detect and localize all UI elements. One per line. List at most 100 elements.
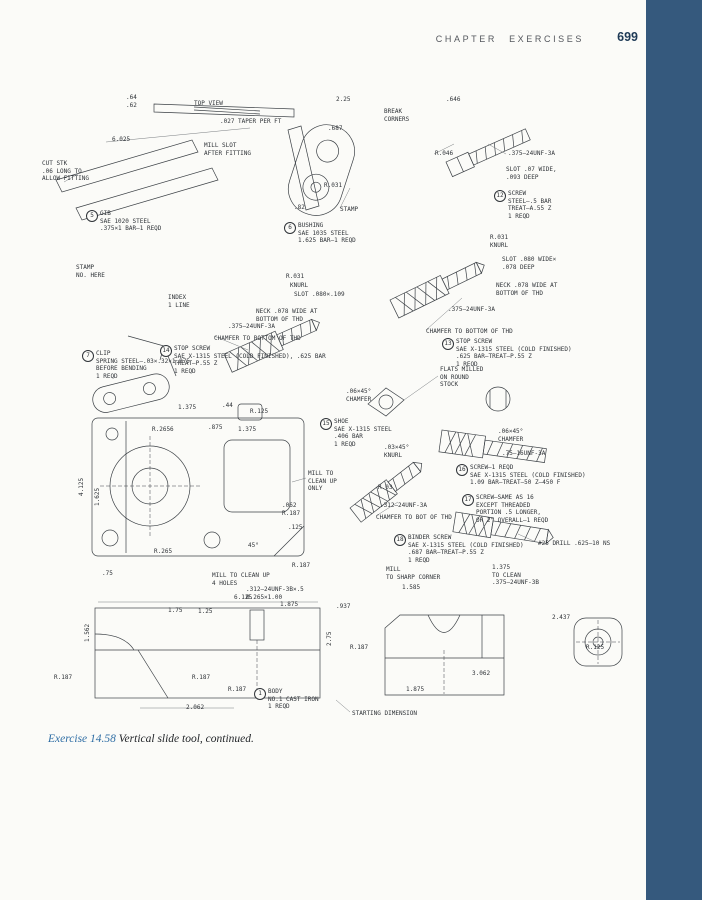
label-text: 1.375 [178,404,197,411]
flats-detail [485,386,511,412]
dimension-label: 1.875 [280,601,298,609]
dimension-label: R.187 [228,686,246,694]
dimension-label: .64 .62 [126,94,137,109]
label-text: .646 [446,96,461,103]
part-number-badge: 1 [254,688,266,700]
label-text: .03×45° KNURL [384,444,410,459]
label-text: STOP SCREW SAE X-1315 STEEL (COLD FINISH… [456,338,572,368]
page-number: 699 [617,30,638,44]
dimension-label: CHAMFER TO BOTTOM OF THD [426,328,513,336]
dimension-label: BREAK CORNERS [384,108,409,123]
dimension-label: 4.125 [78,478,86,496]
dimension-label: SLOT .080×.109 [294,291,345,299]
dimension-label: SLOT .080 WIDE× .078 DEEP [502,256,556,271]
label-text: .937 [336,603,351,610]
dimension-label: 1.585 [402,584,420,592]
dimension-label: STARTING DIMENSION [352,710,417,718]
leader-lines [213,143,537,713]
dimension-label: R.187 [54,674,72,682]
dimension-label: .375–24UNF-3A [228,323,275,331]
label-text: 1.375 TO CLEAN .375–24UNF-3B [492,564,539,586]
label-text: BUSHING SAE 1035 STEEL 1.625 BAR–1 REQD [298,222,356,244]
dimension-label: .03×45° KNURL [384,444,409,459]
stop-screw-13-drawing [389,261,485,319]
dimension-label: .375–24UNF-3A [508,150,555,158]
dimension-label: INDEX 1 LINE [168,294,190,309]
dimension-label: R.031 [286,273,304,281]
label-text: MILL TO SHARP CORNER [386,566,441,581]
label-text: GIB SAE 1020 STEEL .375×1 BAR–1 REQD [100,210,162,232]
dimension-label: 1.25 [198,608,212,616]
label-text: R.031 KNURL [490,234,509,249]
dimension-label: .06×45° CHAMFER [346,388,371,403]
body-aux-view [384,614,505,696]
engineering-drawing [55,103,623,713]
dimension-label: .027 TAPER PER FT [220,118,281,126]
label-text: .06×45° CHAMFER [346,388,372,403]
label-text: R.046 [435,150,454,157]
label-text: BREAK CORNERS [384,108,410,123]
dimension-label: STAMP NO. HERE [76,264,105,279]
dimension-label: MILL SLOT AFTER FITTING [204,142,251,157]
label-text: R.187 [192,674,211,681]
label-text: .75–16UNF-3A [502,450,546,457]
dimension-label: .375–24UNF-3A [448,306,495,314]
dimension-label: .937 [336,603,350,611]
label-text: CHAMFER TO BOT OF THD [376,514,452,521]
label-text: SLOT .080 WIDE× .078 DEEP [502,256,557,271]
dimension-label: .82 [294,204,305,212]
dimension-label: 1.562 [84,624,92,642]
screw-16-drawing [438,429,547,463]
label-text: 2.062 [186,704,205,711]
dimension-label: 6.025 [112,136,130,144]
dimension-label: 6.125 [234,594,252,602]
label-text: MILL TO CLEAN UP ONLY [308,470,337,492]
label-text: 4.125 [78,477,85,496]
part-number-badge: 13 [442,338,454,350]
label-text: .44 [222,402,233,409]
label-text: R.265 [154,548,173,555]
label-text: STAMP [340,206,359,213]
part-number-badge: 14 [160,345,172,357]
dimension-label: R.187 [292,562,310,570]
label-text: STARTING DIMENSION [352,710,418,717]
dimension-label: .75–16UNF-3A [502,450,545,458]
label-text: 1.625 [94,487,101,506]
label-text: KNURL [290,282,309,289]
label-text: STAMP NO. HERE [76,264,105,279]
label-text: BINDER SCREW SAE X-1315 STEEL (COLD FINI… [408,534,524,564]
label-text: SLOT .07 WIDE, .093 DEEP [506,166,557,181]
label-text: .687 [328,125,343,132]
label-text: BODY NO.1 CAST IRON 1 REQD [268,688,319,710]
dimension-label: R.125 [250,408,268,416]
label-text: 6.025 [112,136,131,143]
label-text: 1.562 [84,623,91,642]
dimension-label: MILL TO CLEAN UP ONLY [308,470,337,493]
dimension-label: .44 [222,402,233,410]
dimension-label: SLOT .07 WIDE, .093 DEEP [506,166,557,181]
dimension-label: .687 [328,125,342,133]
part-number-badge: 5 [86,210,98,222]
dimension-label: 3.062 [472,670,490,678]
dimension-label: 1.75 [168,607,182,615]
dimension-label: R.031 [324,182,342,190]
label-text: R.187 [54,674,73,681]
exercise-reference: Exercise 14.58 [48,733,116,745]
part-number-badge: 6 [284,222,296,234]
dimension-label: .312–24UNF-3A [380,502,427,510]
shoe-screw-drawing [349,461,423,523]
dimension-label: .06×45° CHAMFER [498,428,523,443]
dimension-label: R.265 [154,548,172,556]
label-text: CHAMFER TO BOTTOM OF THD [214,335,301,342]
body-end-view [573,617,623,667]
bushing-drawing [287,124,355,216]
chapter-header: CHAPTER EXERCISES [435,34,584,44]
